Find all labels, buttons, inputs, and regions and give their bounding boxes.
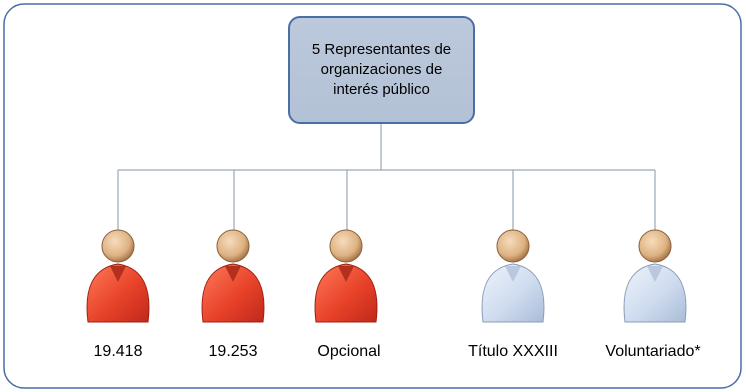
member-label-4: Título XXXIII	[468, 343, 558, 360]
member-label-5: Voluntariado*	[605, 343, 701, 360]
person-icon	[86, 229, 150, 323]
root-node-text: 5 Representantes de organizaciones de in…	[311, 41, 452, 98]
person-icon	[201, 229, 265, 323]
connector-lines	[117, 124, 656, 230]
person-icon	[314, 229, 378, 323]
person-icon	[623, 229, 687, 323]
member-label-3: Opcional	[317, 343, 381, 360]
member-label-2: 19.253	[208, 343, 258, 360]
root-node: 5 Representantes de organizaciones de in…	[288, 16, 475, 124]
person-icon	[481, 229, 545, 323]
member-label-1: 19.418	[93, 343, 143, 360]
outer-frame	[3, 3, 742, 389]
